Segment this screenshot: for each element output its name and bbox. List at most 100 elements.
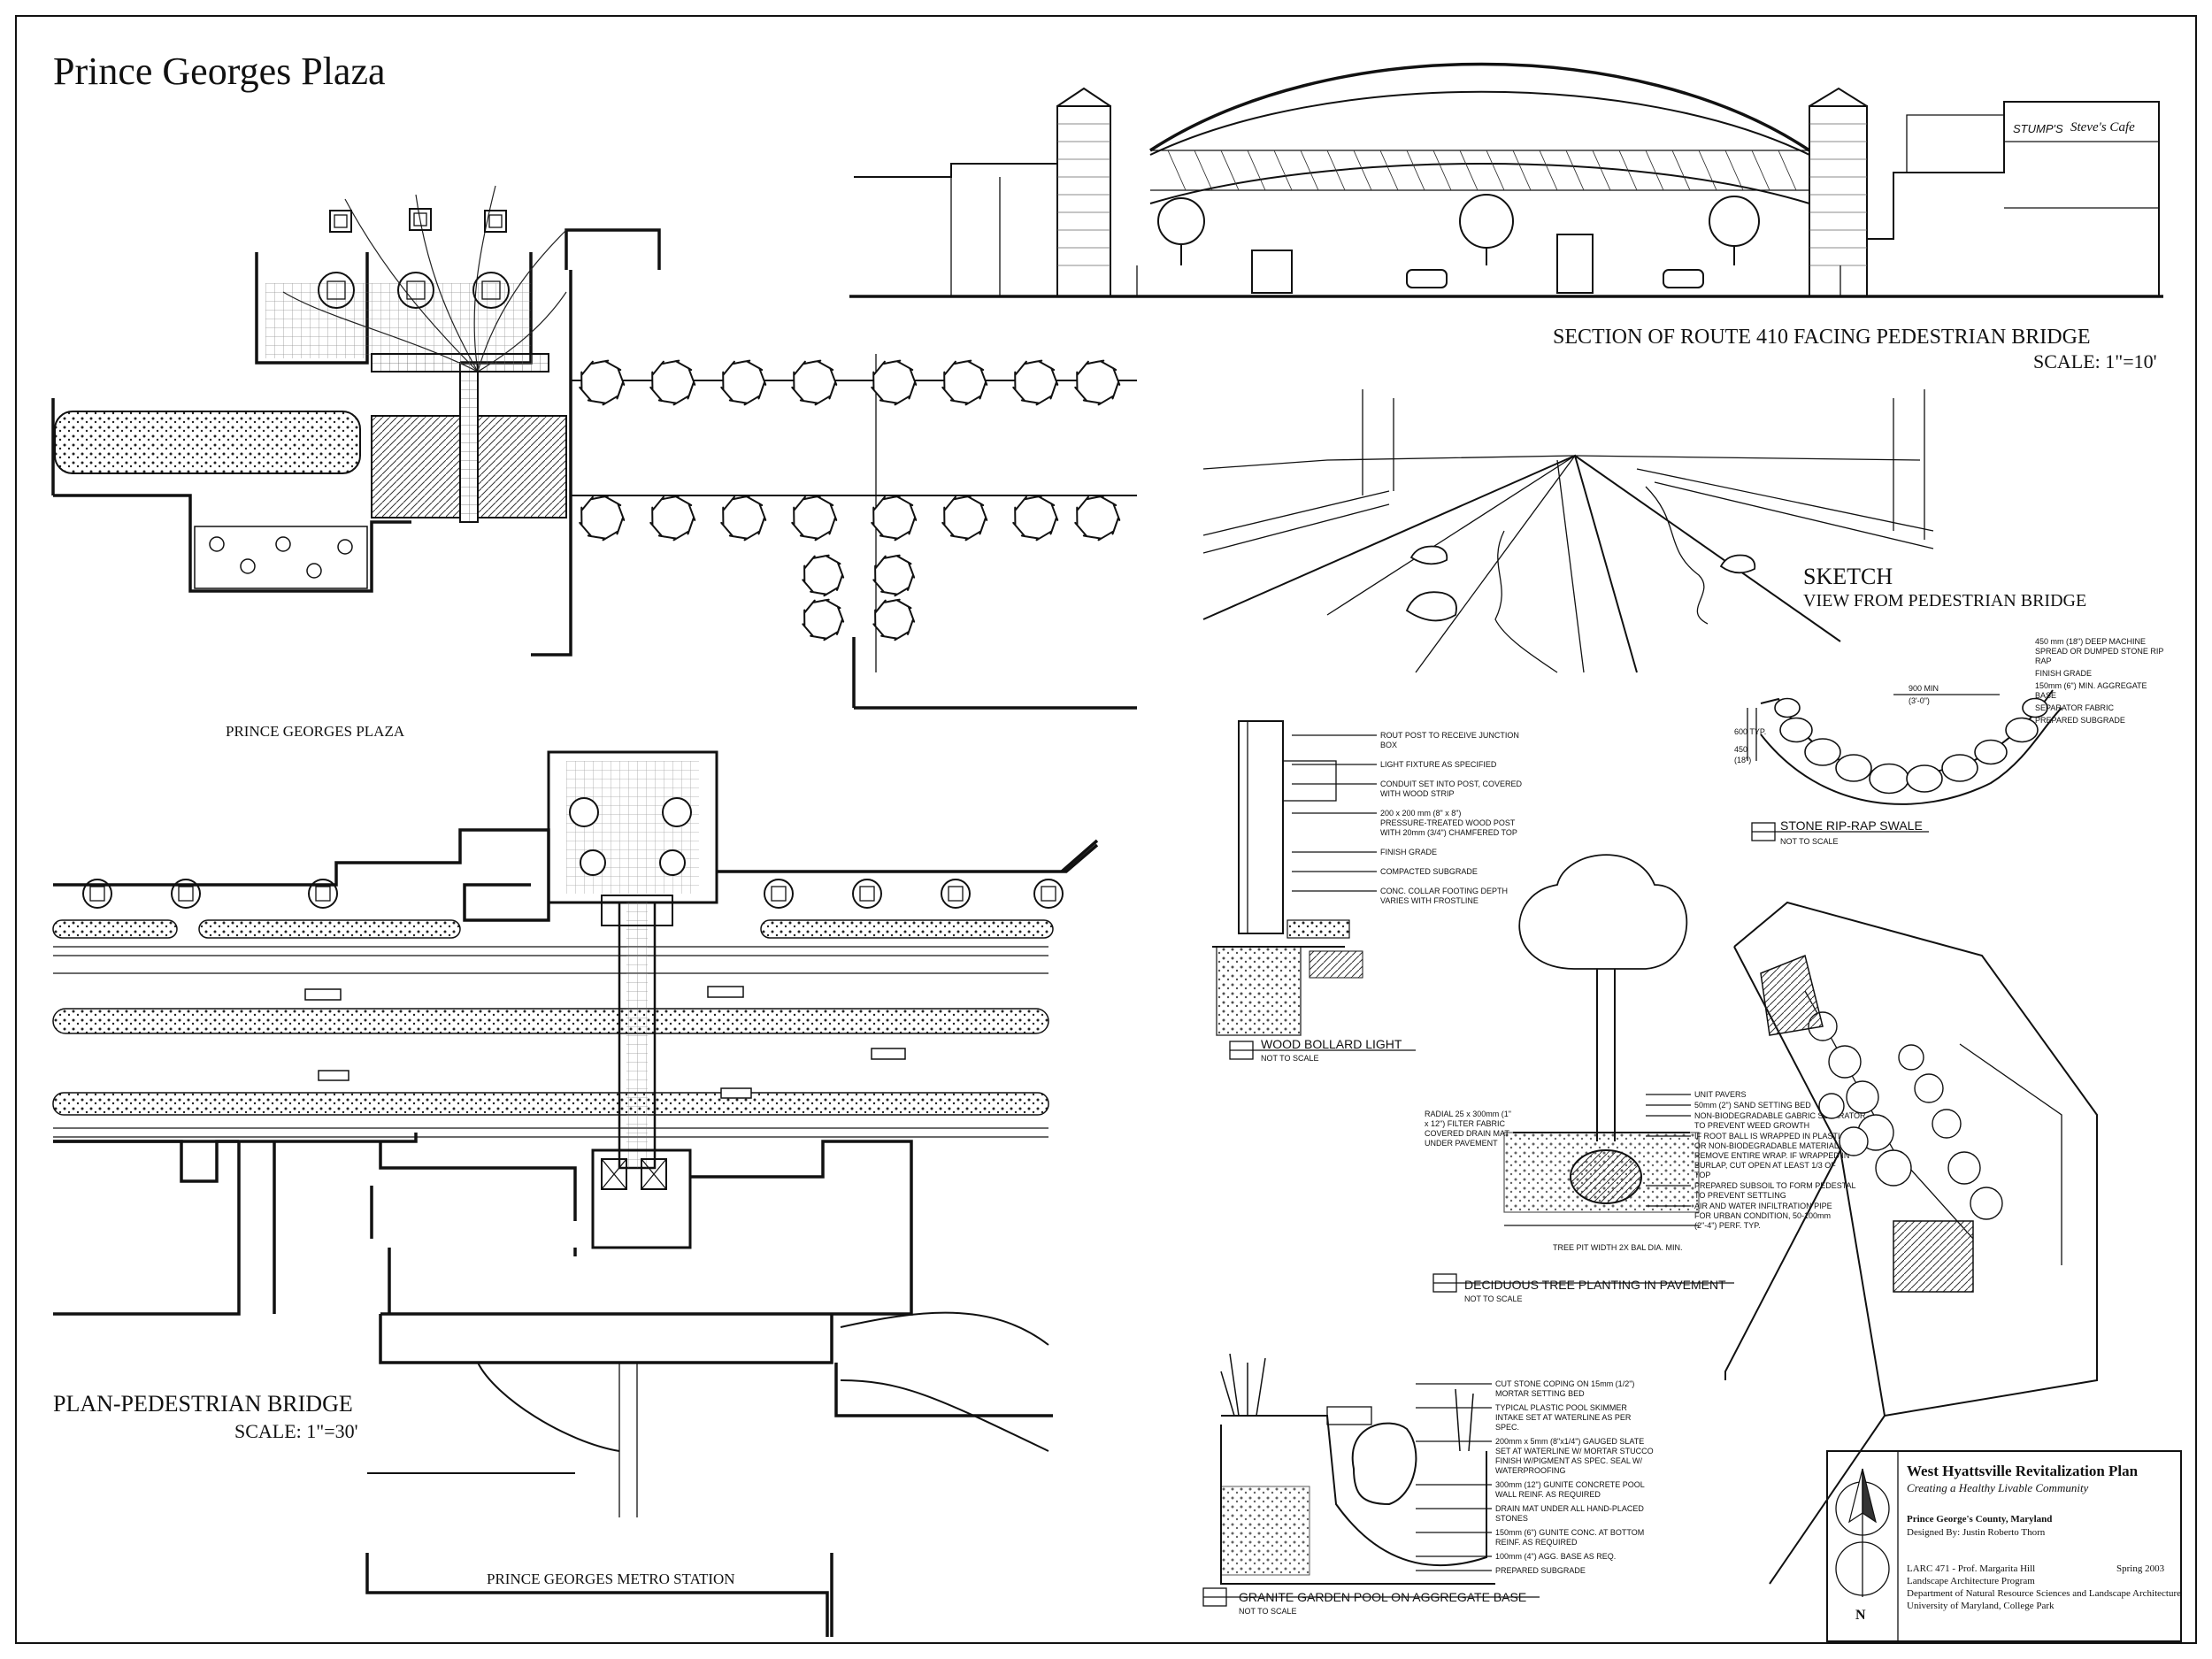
plaza-tree <box>802 598 845 641</box>
section-title: SECTION OF ROUTE 410 FACING PEDESTRIAN B… <box>1553 326 2091 349</box>
callout-note: PREPARED SUBGRADE <box>1495 1566 1586 1575</box>
plaza-tree <box>720 495 767 541</box>
pool-title: GRANITE GARDEN POOL ON AGGREGATE BASE <box>1239 1590 1526 1604</box>
rip-rap-stone <box>1869 763 1909 795</box>
sheet-border <box>15 15 2197 1644</box>
north-label: N <box>1855 1608 1866 1623</box>
plaza-tree <box>871 495 918 541</box>
street-tree-pit <box>171 879 201 909</box>
callout-note: CUT STONE COPING ON 15mm (1/2")MORTAR SE… <box>1495 1379 1634 1398</box>
callout-note: LIGHT FIXTURE AS SPECIFIED <box>1380 760 1497 769</box>
bridge-plan-scale: SCALE: 1"=30' <box>234 1420 358 1442</box>
rip-rap-stone <box>1974 739 2008 765</box>
sidewalk-tree-pits <box>82 879 1064 909</box>
callout-note: FINISH GRADE <box>2035 669 2092 678</box>
bollard-title: WOOD BOLLARD LIGHT <box>1261 1037 1402 1051</box>
project-designer: Designed By: Justin Roberto Thorn <box>1907 1527 2046 1538</box>
plaza-tree <box>871 359 918 406</box>
callout-note: 100mm (4") AGG. BASE AS REQ. <box>1495 1552 1616 1561</box>
plaza-tree <box>579 359 626 406</box>
plaza-tree <box>720 359 767 406</box>
plaza-plan-label: PRINCE GEORGES PLAZA <box>226 723 405 740</box>
plaza-tree <box>1012 359 1059 406</box>
street-tree-pit <box>764 879 794 909</box>
sheet-title: Prince Georges Plaza <box>53 50 386 93</box>
swale-dim-width-imperial: (3'-0") <box>1909 696 1930 705</box>
plaza-tree-rows <box>579 359 1121 641</box>
aerial-tree <box>1846 1080 1879 1114</box>
sketch-subtitle: VIEW FROM PEDESTRIAN BRIDGE <box>1803 591 2086 611</box>
rip-rap-stone <box>2022 697 2048 718</box>
callout-note: 200 x 200 mm (8" x 8")PRESSURE-TREATED W… <box>1380 809 1517 837</box>
courtyard-trees <box>318 208 510 309</box>
bollard-nts: NOT TO SCALE <box>1261 1054 1319 1063</box>
callout-note: 50mm (2") SAND SETTING BED <box>1694 1101 1811 1110</box>
plaza-tree <box>941 359 988 406</box>
street-tree-pit <box>852 879 882 909</box>
road-hedges <box>52 919 1054 1116</box>
swale-dim-depth: 450 <box>1734 745 1747 754</box>
aerial-tree <box>1875 1149 1912 1187</box>
pool-nts: NOT TO SCALE <box>1239 1607 1297 1616</box>
swale-dim-width: 900 MIN <box>1909 684 1939 693</box>
aerial-tree <box>1947 1151 1981 1185</box>
rip-rap-stone <box>1941 754 1978 782</box>
plaza-tree <box>941 495 988 541</box>
aerial-tree <box>1932 1109 1962 1139</box>
section-scale: SCALE: 1"=10' <box>2033 350 2157 373</box>
plaza-tree <box>802 554 845 597</box>
swale-dim-typ: 600 TYP. <box>1734 727 1766 736</box>
tree-grate <box>1041 886 1056 902</box>
tree-pit-dim: TREE PIT WIDTH 2X BAL DIA. MIN. <box>1553 1243 1683 1252</box>
swale-dim-depth-imperial: (18") <box>1734 756 1751 764</box>
bridge-plan: PLAN-PEDESTRIAN BRIDGE SCALE: 1"=30' PRI… <box>52 750 1099 1637</box>
tree-planting-title: DECIDUOUS TREE PLANTING IN PAVEMENT <box>1464 1278 1726 1292</box>
tree-grate <box>948 886 964 902</box>
detail-tree-planting: UNIT PAVERS 50mm (2") SAND SETTING BEDNON… <box>1425 854 1866 1303</box>
program-label: Landscape Architecture Program <box>1907 1576 2035 1586</box>
street-tree-pit <box>82 879 112 909</box>
plaza-tree <box>872 598 916 641</box>
tree-grate <box>89 886 105 902</box>
detail-stone-swale: 900 MIN (3'-0") 450 (18") 600 TYP. 450 m… <box>1734 637 2163 846</box>
aerial-tree <box>1970 1187 2003 1220</box>
callout-note: SEPARATOR FABRIC <box>2035 703 2115 712</box>
plaza-tree <box>872 554 916 597</box>
callout-note: RADIAL 25 x 300mm (1"x 12") FILTER FABRI… <box>1425 1110 1511 1148</box>
callout-note: PREPARED SUBGRADE <box>2035 716 2125 725</box>
street-tree-pit <box>1033 879 1064 909</box>
title-block: N West Hyattsville Revitalization Plan C… <box>1826 1450 2182 1642</box>
aerial-tree <box>1898 1044 1924 1071</box>
tree-grate <box>178 886 194 902</box>
aerial-tree <box>1839 1126 1869 1156</box>
plaza-tree <box>649 495 696 541</box>
callout-note: UNIT PAVERS <box>1694 1090 1747 1099</box>
rip-rap-stone <box>1804 738 1841 766</box>
project-county: Prince George's County, Maryland <box>1907 1514 2052 1525</box>
bridge-plan-title: PLAN-PEDESTRIAN BRIDGE <box>53 1391 353 1417</box>
sketch-title: SKETCH <box>1803 564 1893 589</box>
plaza-tree <box>649 359 696 406</box>
plaza-tree <box>791 495 838 541</box>
course-label: LARC 471 - Prof. Margarita Hill <box>1907 1563 2035 1574</box>
aerial-tree <box>1914 1073 1944 1103</box>
bridge-view-sketch: SKETCH VIEW FROM PEDESTRIAN BRIDGE <box>1202 389 2086 673</box>
rip-rap-stone <box>1906 764 1943 793</box>
